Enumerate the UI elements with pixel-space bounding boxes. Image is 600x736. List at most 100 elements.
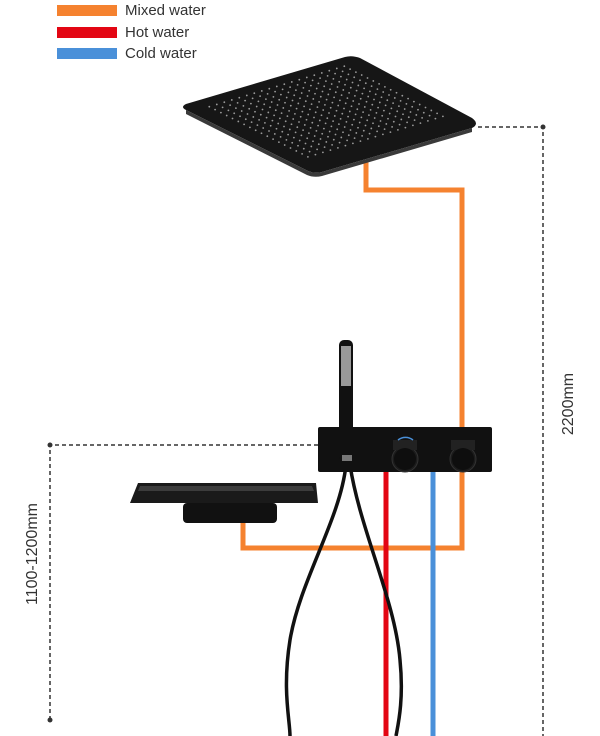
nozzle xyxy=(310,145,313,148)
nozzle xyxy=(356,108,359,111)
nozzle xyxy=(313,135,316,137)
nozzle xyxy=(286,115,289,117)
nozzle xyxy=(338,123,340,125)
nozzle xyxy=(275,85,278,88)
nozzle xyxy=(250,102,252,105)
dimension-label-valve-height: 1100-1200mm xyxy=(23,503,41,605)
nozzle xyxy=(362,129,365,132)
nozzle xyxy=(240,110,243,112)
nozzle xyxy=(267,111,270,114)
nozzle xyxy=(288,110,290,112)
nozzle xyxy=(304,100,307,103)
nozzle xyxy=(428,114,431,117)
nozzle xyxy=(281,130,284,133)
nozzle xyxy=(214,108,217,111)
nozzle xyxy=(260,90,263,92)
nozzle xyxy=(391,126,393,128)
nozzle xyxy=(398,123,401,126)
nozzle xyxy=(355,89,358,92)
nozzle xyxy=(259,95,261,98)
nozzle xyxy=(406,121,408,124)
nozzle xyxy=(348,110,351,113)
nozzle xyxy=(349,68,351,71)
nozzle xyxy=(344,83,346,86)
nozzle xyxy=(313,74,316,77)
nozzle xyxy=(233,112,236,115)
nozzle xyxy=(298,139,301,142)
nozzle xyxy=(223,101,226,104)
nozzle xyxy=(235,107,237,109)
nozzle xyxy=(436,112,438,115)
nozzle xyxy=(346,97,349,99)
legend-label-hot: Hot water xyxy=(125,23,190,41)
nozzle xyxy=(338,141,341,144)
nozzle xyxy=(238,96,241,99)
nozzle xyxy=(308,132,310,135)
nozzle xyxy=(349,129,352,131)
nozzle xyxy=(273,114,275,117)
nozzle xyxy=(385,123,388,125)
nozzle xyxy=(270,101,273,103)
nozzle xyxy=(340,75,342,78)
nozzle xyxy=(236,102,239,104)
nozzle xyxy=(360,116,363,119)
nozzle xyxy=(274,90,276,93)
temperature-knob[interactable] xyxy=(394,448,416,470)
nozzle xyxy=(369,109,372,111)
diverter-knob[interactable] xyxy=(452,448,474,470)
nozzle xyxy=(250,121,253,124)
nozzle xyxy=(361,92,364,95)
nozzle xyxy=(248,107,251,110)
nozzle xyxy=(388,112,391,115)
nozzle xyxy=(379,120,382,122)
nozzle xyxy=(315,129,318,132)
legend-label-mixed: Mixed water xyxy=(125,1,206,19)
nozzle xyxy=(374,93,377,96)
dimension-dot xyxy=(47,442,53,448)
nozzle xyxy=(331,144,333,146)
nozzle xyxy=(392,120,395,123)
nozzle xyxy=(403,108,406,110)
nozzle xyxy=(366,77,369,79)
nozzle xyxy=(279,117,281,120)
nozzle xyxy=(335,109,338,112)
nozzle xyxy=(377,106,379,109)
nozzle xyxy=(334,91,337,94)
nozzle xyxy=(351,123,354,126)
nozzle xyxy=(261,108,264,111)
nozzle xyxy=(262,127,265,129)
nozzle xyxy=(372,122,374,125)
nozzle xyxy=(278,141,280,144)
nozzle xyxy=(300,92,303,94)
nozzle xyxy=(359,140,362,143)
nozzle xyxy=(227,109,230,112)
nozzle xyxy=(363,87,365,90)
nozzle xyxy=(287,133,289,136)
nozzle xyxy=(413,100,415,103)
nozzle xyxy=(427,119,429,122)
nozzle xyxy=(400,118,403,121)
nozzle xyxy=(260,132,263,135)
nozzle xyxy=(272,95,275,98)
nozzle xyxy=(397,128,399,131)
nozzle xyxy=(349,86,352,89)
nozzle xyxy=(297,144,299,147)
nozzle xyxy=(383,128,386,131)
nozzle xyxy=(360,74,363,76)
nozzle xyxy=(319,95,322,98)
nozzle xyxy=(310,103,313,106)
nozzle xyxy=(301,153,303,155)
nozzle xyxy=(382,133,384,136)
nozzle xyxy=(389,88,392,91)
nozzle xyxy=(285,138,288,141)
nozzle xyxy=(298,121,300,123)
nozzle xyxy=(285,96,288,99)
nozzle xyxy=(307,155,309,158)
nozzle xyxy=(265,98,267,100)
nozzle xyxy=(398,105,400,107)
nozzle xyxy=(333,96,335,99)
nozzle xyxy=(332,77,335,80)
nozzle xyxy=(421,117,423,119)
nozzle xyxy=(314,92,316,95)
nozzle xyxy=(287,91,290,94)
